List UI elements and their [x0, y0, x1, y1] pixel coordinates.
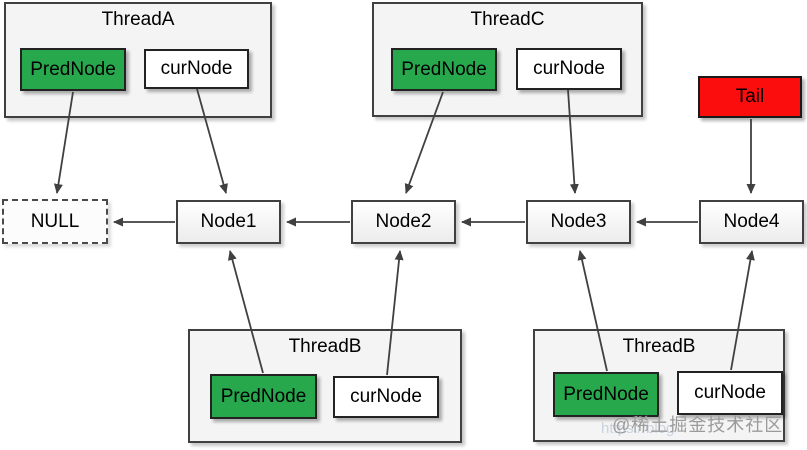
thread-c-curnode-label: curNode	[533, 58, 605, 79]
node1-box: Node1	[176, 200, 281, 244]
thread-c-prednode-box: PredNode	[391, 48, 497, 91]
thread-b-left-title: ThreadB	[288, 336, 362, 357]
node3-label: Node3	[550, 211, 607, 232]
thread-a-prednode-box: PredNode	[20, 48, 126, 91]
node2-label: Node2	[375, 211, 432, 232]
thread-b-left-curnode-box: curNode	[333, 376, 439, 418]
watermark-url: https://blog	[601, 420, 675, 437]
thread-c-curnode-box: curNode	[516, 48, 622, 90]
thread-b-right-curnode-label: curNode	[694, 382, 766, 403]
null-label: NULL	[30, 210, 80, 232]
thread-a-title: ThreadA	[101, 9, 175, 30]
thread-b-left-prednode-label: PredNode	[220, 385, 307, 407]
watermark-text: @稀土掘金技术社区	[612, 415, 784, 435]
thread-b-right-title: ThreadB	[622, 336, 696, 357]
node1-label: Node1	[200, 211, 257, 232]
thread-b-left-curnode-label: curNode	[350, 386, 422, 407]
thread-a-prednode-label: PredNode	[30, 58, 116, 80]
thread-c-title: ThreadC	[470, 9, 545, 30]
node2-box: Node2	[351, 200, 456, 244]
thread-b-left-prednode-box: PredNode	[210, 374, 317, 419]
tail-box: Tail	[698, 76, 802, 118]
tail-label: Tail	[735, 86, 765, 107]
null-box: NULL	[2, 199, 108, 244]
thread-b-right-prednode-box: PredNode	[553, 372, 659, 417]
thread-a-curnode-label: curNode	[160, 58, 233, 79]
thread-b-right-curnode-box: curNode	[677, 371, 783, 415]
node4-box: Node4	[699, 200, 804, 244]
thread-a-curnode-box: curNode	[144, 49, 249, 89]
node4-label: Node4	[723, 211, 780, 232]
node3-box: Node3	[526, 200, 631, 244]
thread-c-prednode-label: PredNode	[401, 58, 487, 80]
thread-b-right-prednode-label: PredNode	[563, 383, 649, 405]
